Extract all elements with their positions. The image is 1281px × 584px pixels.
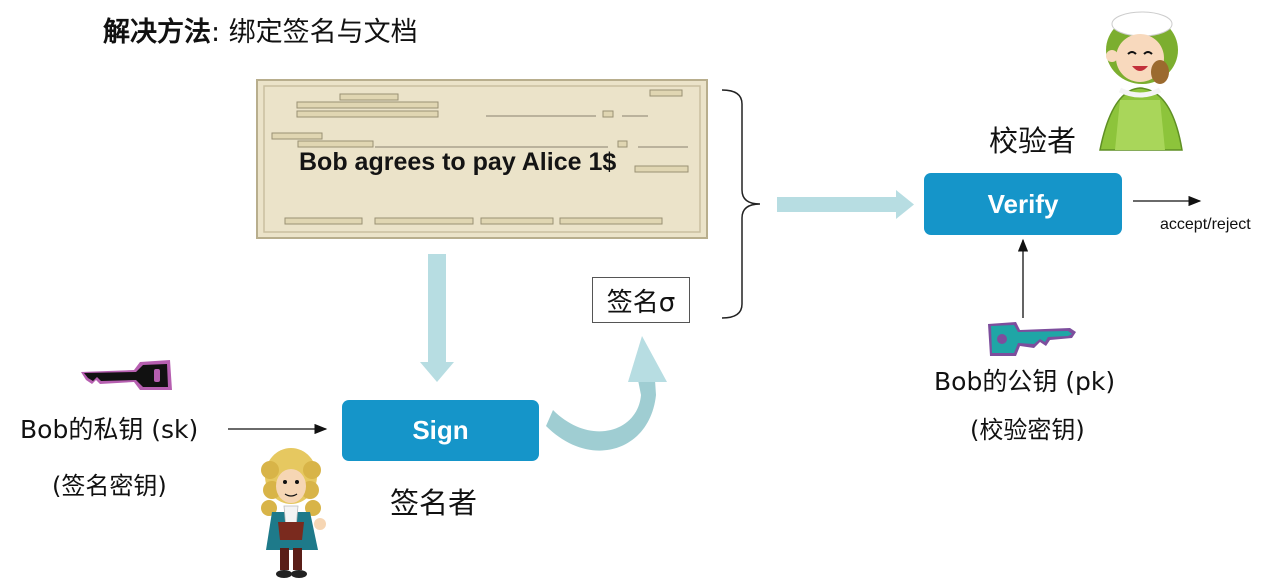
secret-key-label: Bob的私钥 (sk) xyxy=(20,415,199,444)
verifier-avatar xyxy=(1099,11,1183,151)
title-rest: : 绑定签名与文档 xyxy=(211,17,418,48)
page-title: 解决方法: 绑定签名与文档 xyxy=(103,10,418,49)
check-document xyxy=(256,79,708,239)
public-key-sublabel: (校验密钥) xyxy=(970,416,1085,444)
to-verify-arrow xyxy=(777,190,914,219)
signer-label: 签名者 xyxy=(390,486,478,520)
secret-key-icon xyxy=(81,360,172,390)
signature-box: 签名σ xyxy=(592,277,690,323)
secret-key-sublabel: (签名密钥) xyxy=(52,472,167,500)
verify-button[interactable]: Verify xyxy=(924,173,1122,235)
public-key-icon xyxy=(988,322,1076,356)
sign-button[interactable]: Sign xyxy=(342,400,539,461)
output-label: accept/reject xyxy=(1160,216,1251,233)
right-brace xyxy=(721,89,761,319)
signer-avatar xyxy=(261,448,326,578)
verifier-label: 校验者 xyxy=(989,124,1077,158)
title-bold: 解决方法 xyxy=(103,17,211,48)
public-key-label: Bob的公钥 (pk) xyxy=(934,367,1116,396)
doc-to-sign-arrow xyxy=(420,254,454,382)
sign-to-signature-arrow xyxy=(546,336,667,451)
document-text: Bob agrees to pay Alice 1$ xyxy=(299,148,617,176)
